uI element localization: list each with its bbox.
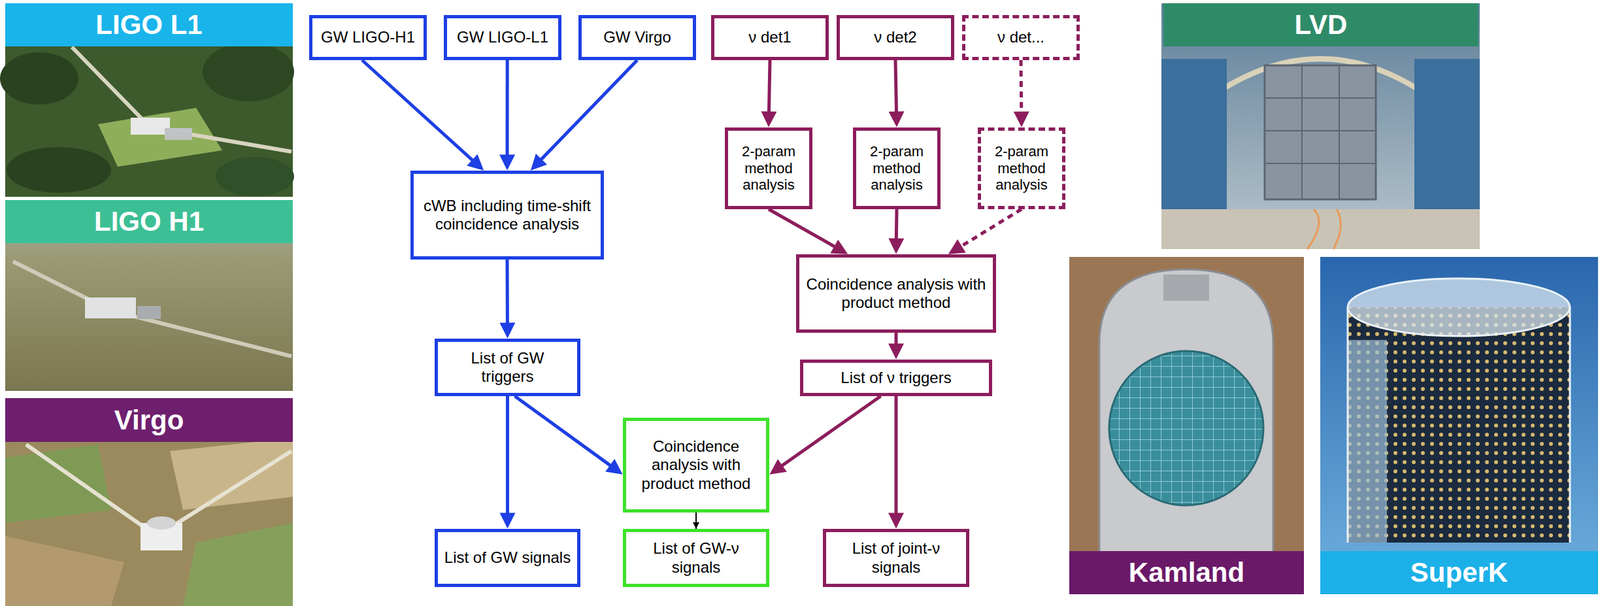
node-text: LIGO L1 bbox=[95, 8, 202, 42]
detector-vessel bbox=[1099, 269, 1274, 590]
photo-banner: Kamland bbox=[1069, 550, 1304, 595]
node-text: ν det... bbox=[997, 28, 1045, 47]
photo-banner: Virgo bbox=[5, 398, 293, 442]
tank-wall bbox=[1569, 307, 1572, 543]
detector-box: ν det... bbox=[962, 15, 1080, 61]
flow-arrow bbox=[505, 259, 510, 333]
detector-box: GW LIGO-L1 bbox=[443, 15, 562, 61]
process-box: 2-param method analysis bbox=[852, 127, 941, 210]
detector-box: ν det2 bbox=[836, 15, 955, 61]
photo-banner: LIGO H1 bbox=[5, 200, 293, 244]
desert-photo bbox=[5, 200, 293, 391]
node-text: LIGO H1 bbox=[94, 205, 204, 238]
process-box: cWB including time-shift coincidence ana… bbox=[410, 170, 604, 260]
field bbox=[5, 535, 125, 606]
field bbox=[183, 522, 293, 606]
building bbox=[164, 128, 193, 140]
node-text: Kamland bbox=[1128, 556, 1245, 589]
tank-dome bbox=[1347, 278, 1570, 336]
tree-patch bbox=[215, 156, 295, 197]
top-structure bbox=[1163, 274, 1210, 301]
interferometer-arm bbox=[71, 47, 151, 128]
flow-arrow bbox=[1019, 60, 1024, 121]
node-text: GW Virgo bbox=[603, 28, 672, 47]
wall-frame bbox=[1414, 58, 1480, 210]
hall-photo bbox=[1161, 3, 1480, 250]
node-text: Coincidence analysis with product method bbox=[631, 437, 761, 493]
tree-patch bbox=[6, 147, 112, 193]
output-box: List of GW-ν signals bbox=[622, 528, 770, 587]
detector-box: GW Virgo bbox=[578, 15, 697, 61]
photo-banner: LIGO L1 bbox=[5, 3, 293, 47]
process-box: Coincidence analysis with product method bbox=[796, 254, 997, 333]
interferometer-arm bbox=[26, 444, 157, 536]
node-text: List of GW-ν signals bbox=[631, 539, 761, 577]
node-text: SuperK bbox=[1410, 556, 1508, 589]
node-text: ν det1 bbox=[748, 28, 791, 47]
flow-arrow bbox=[894, 332, 899, 353]
node-text: GW LIGO-L1 bbox=[456, 28, 549, 47]
list-box: List of GW triggers bbox=[434, 338, 581, 397]
tank-wall bbox=[1347, 307, 1350, 543]
flow-arrow bbox=[894, 209, 899, 248]
detector-box: ν det1 bbox=[711, 15, 829, 61]
list-box: List of ν triggers bbox=[800, 359, 993, 397]
wall-frame bbox=[1161, 58, 1227, 210]
building bbox=[137, 305, 161, 319]
detector-box: GW LIGO-H1 bbox=[309, 15, 427, 61]
rock-background bbox=[1069, 256, 1304, 590]
node-text: List of ν triggers bbox=[840, 368, 951, 387]
field bbox=[5, 444, 112, 523]
flow-arrow bbox=[695, 512, 697, 529]
node-text: GW LIGO-H1 bbox=[320, 28, 416, 47]
hall-floor bbox=[1161, 209, 1480, 250]
flow-arrow bbox=[774, 396, 881, 471]
light-streak bbox=[1307, 209, 1341, 250]
process-box: 2-param method analysis bbox=[724, 127, 813, 210]
farmland-photo bbox=[5, 398, 293, 606]
interferometer-arm bbox=[150, 127, 292, 152]
node-text: 2-param method analysis bbox=[733, 143, 804, 195]
output-box: List of joint-ν signals bbox=[822, 528, 970, 587]
detector-structure bbox=[1264, 65, 1376, 200]
node-text: 2-param method analysis bbox=[986, 143, 1057, 195]
tree-patch bbox=[0, 52, 79, 105]
node-text: List of joint-ν signals bbox=[831, 539, 961, 577]
flow-arrow bbox=[768, 209, 843, 251]
flow-arrow bbox=[362, 60, 480, 167]
flow-arrow bbox=[894, 396, 899, 523]
blue-background bbox=[1320, 256, 1599, 590]
flow-arrow bbox=[953, 209, 1022, 251]
photo-banner: SuperK bbox=[1320, 550, 1599, 595]
field bbox=[169, 437, 293, 510]
flow-arrow bbox=[768, 60, 770, 121]
inner-sphere bbox=[1109, 350, 1264, 506]
node-text: List of GW signals bbox=[444, 548, 571, 567]
output-box: List of GW signals bbox=[434, 528, 581, 587]
node-text: Virgo bbox=[114, 403, 185, 437]
building bbox=[84, 297, 136, 319]
node-text: cWB including time-shift coincidence ana… bbox=[418, 196, 596, 234]
photo-banner: LVD bbox=[1163, 3, 1479, 47]
node-text: List of GW triggers bbox=[443, 349, 572, 387]
process-box: Coincidence analysis with product method bbox=[622, 417, 770, 513]
process-box: 2-param method analysis bbox=[977, 127, 1066, 210]
flow-arrow bbox=[515, 396, 618, 471]
flow-arrow bbox=[505, 60, 510, 165]
building-dome bbox=[147, 516, 176, 530]
detector-grid bbox=[1264, 65, 1376, 200]
tank-interior bbox=[1347, 307, 1570, 543]
flow-arrow bbox=[505, 396, 510, 523]
tree-patch bbox=[202, 42, 295, 102]
node-text: Coincidence analysis with product method bbox=[804, 275, 988, 313]
tank-cutaway bbox=[1347, 339, 1387, 543]
flow-arrow bbox=[895, 60, 897, 121]
node-text: ν det2 bbox=[873, 28, 917, 47]
node-text: LVD bbox=[1294, 8, 1348, 42]
node-text: 2-param method analysis bbox=[861, 143, 933, 195]
building bbox=[130, 117, 170, 135]
flow-arrow bbox=[534, 60, 638, 167]
